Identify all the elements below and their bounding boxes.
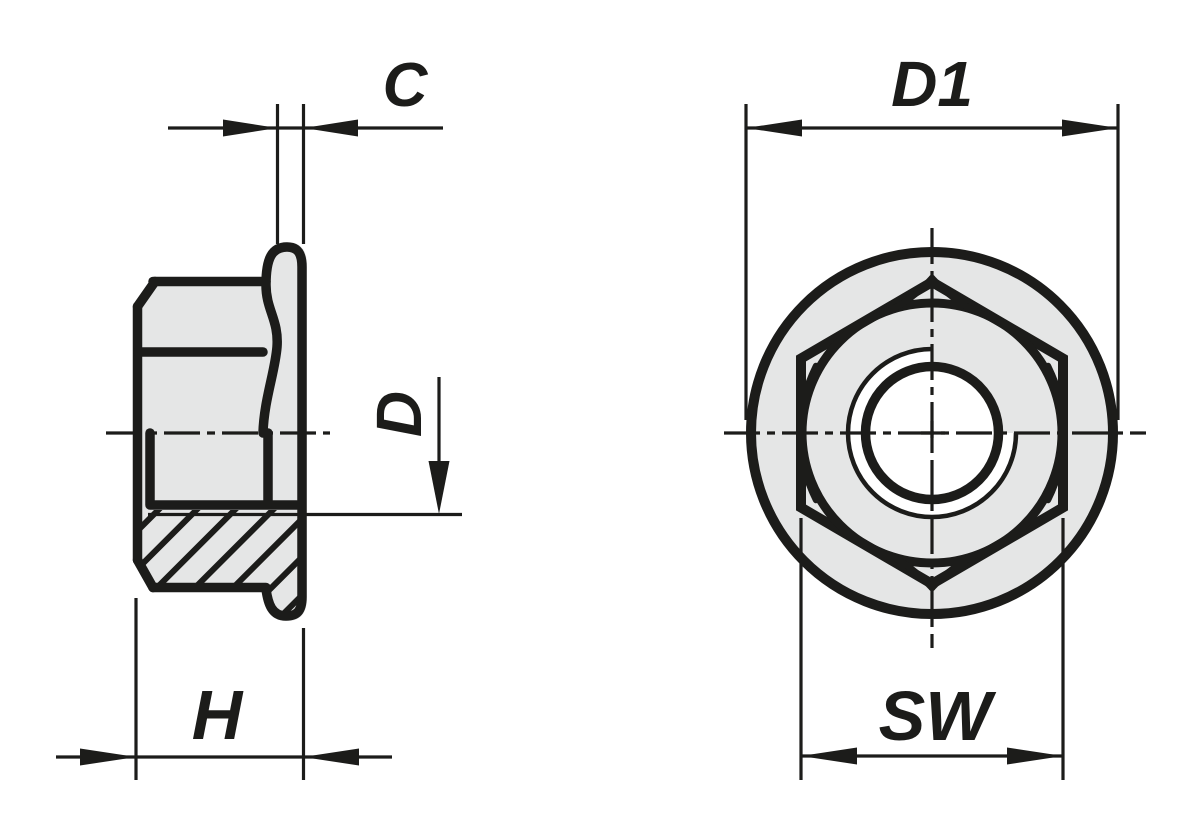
sw-arrowhead-right [1007,747,1063,765]
c-dimension-label: C [383,51,429,120]
d1-dimension-label: D1 [891,48,973,120]
d1-arrowhead-left [746,119,802,137]
nut-top-chamfer [132,276,160,312]
nut-bottom-chamfer [132,555,158,593]
flange-outline [258,242,307,621]
c-arrowhead-right [304,119,358,137]
dimension-d1: D1 [744,48,1120,420]
h-arrowhead-left [80,748,136,766]
thread-major-arc [845,346,1019,520]
sw-arrowhead-left [801,747,857,765]
dimension-h: H [56,598,392,780]
front-view: D1 SW [718,48,1146,780]
chamfer-arc-top-left [862,274,936,323]
c-arrowhead-left [223,119,277,137]
dimension-d: D [363,377,450,514]
d1-arrowhead-right [1062,119,1118,137]
chamfer-arc-bottom-right [928,543,1002,592]
dimension-c: C [168,51,443,244]
h-arrowhead-right [303,748,359,766]
d-arrowhead [428,461,450,514]
d-dimension-label: D [363,391,435,437]
h-dimension-label: H [192,676,244,754]
dimension-sw: SW [799,518,1065,780]
sw-dimension-label: SW [879,677,998,755]
chamfer-arc-top-right [928,274,1002,323]
side-view: C D H [56,51,462,780]
chamfer-arc-bottom-left [862,543,936,592]
